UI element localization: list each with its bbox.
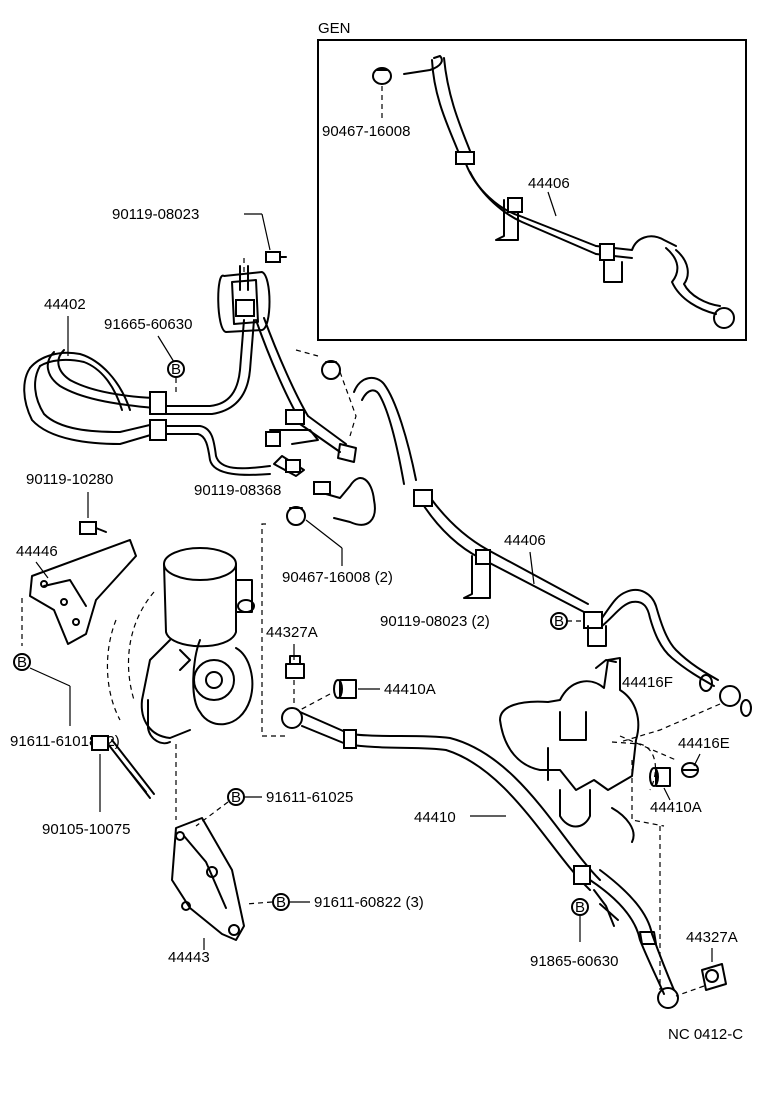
clip-a2-label: 44327A xyxy=(686,929,738,946)
bracket-upper xyxy=(29,539,137,645)
clamp-bolt-b-label: 91665-60630 xyxy=(104,316,192,333)
gasket-e-label: 44416E xyxy=(678,735,730,752)
svg-text:B: B xyxy=(171,361,181,378)
inset-clamp-label: 90467-16008 xyxy=(322,123,410,140)
bolt-b1-label: 91611-61025 xyxy=(266,789,353,806)
bolt-left-icon xyxy=(79,521,107,535)
callout-b-marker-5: B xyxy=(571,898,589,916)
clamp-bolt-b2-label: 91865-60630 xyxy=(530,953,618,970)
pump-bracket xyxy=(171,817,245,941)
oil-cooler-tube xyxy=(23,265,357,477)
steering-gear xyxy=(499,657,665,843)
gasket-f-icon xyxy=(699,674,713,692)
union-a2-label: 44410A xyxy=(650,799,702,816)
return-hose-label: 44406 xyxy=(504,532,546,549)
pump-bolt-label: 90105-10075 xyxy=(42,821,130,838)
union-a-label: 44410A xyxy=(384,681,436,698)
callout-b-marker-2: B xyxy=(13,653,31,671)
union-a2-icon xyxy=(649,767,671,787)
gasket-f-label: 44416F xyxy=(622,674,673,691)
inset-clamp-icon xyxy=(372,67,392,85)
gen-inset: GEN 90467-16008 44406 xyxy=(317,20,747,341)
bolt-b3-label: 91611-60822 (3) xyxy=(314,894,424,911)
clip-a-label: 44327A xyxy=(266,624,318,641)
return-hose xyxy=(325,376,719,687)
inset-title: GEN xyxy=(318,20,351,37)
figure-code: NC 0412-C xyxy=(668,1026,743,1043)
svg-text:B: B xyxy=(17,654,27,671)
union-a-icon xyxy=(333,679,357,699)
clip-a-icon xyxy=(285,655,305,679)
clip-a2-icon xyxy=(701,963,727,991)
callout-b-marker-6: B xyxy=(550,612,568,630)
inset-hose-label: 44406 xyxy=(528,175,570,192)
bolt-mid-icon xyxy=(313,481,331,495)
clamp-lower-icon xyxy=(286,506,306,526)
oil-cooler-tube-label: 44402 xyxy=(44,296,86,313)
inset-frame xyxy=(317,39,747,341)
clamp-hose-label: 90467-16008 (2) xyxy=(282,569,393,586)
bolt-left-label: 90119-10280 xyxy=(26,471,113,488)
pump-bracket-label: 44443 xyxy=(168,949,210,966)
svg-text:B: B xyxy=(575,899,585,916)
fitting-f-icon xyxy=(719,685,752,717)
svg-text:B: B xyxy=(554,613,564,630)
bolt-mid-label: 90119-08368 xyxy=(194,482,281,499)
bolt-top-label: 90119-08023 xyxy=(112,206,199,223)
clamp-upper-icon xyxy=(321,360,341,380)
pump-bolt-icon xyxy=(91,735,155,799)
svg-text:B: B xyxy=(276,894,286,911)
bracket-upper-label: 44446 xyxy=(16,543,58,560)
bolt-top-icon xyxy=(265,251,287,263)
callout-b-marker-4: B xyxy=(272,893,290,911)
pressure-hose xyxy=(281,707,679,1009)
inset-hose xyxy=(403,55,735,329)
gasket-e-icon xyxy=(681,762,699,778)
bolt-pair-label: 90119-08023 (2) xyxy=(380,613,490,630)
callout-b-marker-1: B xyxy=(167,360,185,378)
callout-b-marker-3: B xyxy=(227,788,245,806)
pressure-hose-label: 44410 xyxy=(414,809,456,826)
svg-text:B: B xyxy=(231,789,241,806)
power-steering-pump xyxy=(106,547,255,745)
